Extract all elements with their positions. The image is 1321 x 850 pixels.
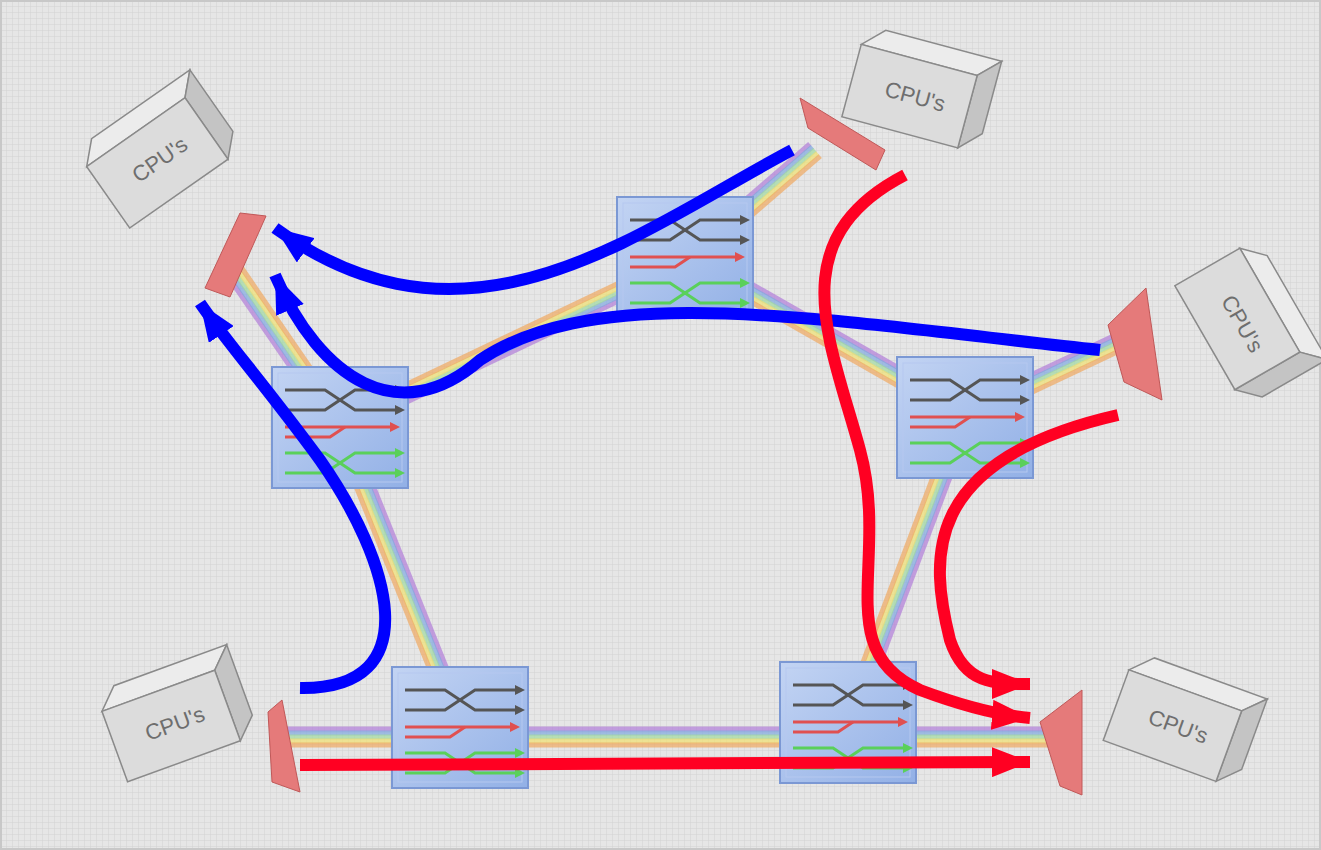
- flow-arrow: [300, 762, 1030, 765]
- flow-arrow: [824, 175, 1030, 718]
- cpu-box-shape: [1030, 655, 1255, 795]
- cpu-box-3d: [842, 25, 1002, 153]
- flow-arrow: [275, 150, 792, 289]
- box-front: [1175, 248, 1300, 389]
- box-front: [1103, 670, 1241, 782]
- box-front: [842, 44, 977, 148]
- cpu-box: CPU's: [1030, 655, 1255, 795]
- box-front: [87, 98, 228, 228]
- cpu-box: CPU's: [70, 88, 275, 303]
- cpu-box-3d: [1103, 651, 1267, 788]
- flow-arrow: [275, 275, 1100, 392]
- connector-plate: [1040, 690, 1082, 795]
- cpu-box-3d: [1175, 238, 1321, 407]
- cpu-box-3d: [95, 645, 259, 782]
- cpu-box-3d: [75, 70, 244, 228]
- flow-arrow: [200, 303, 385, 688]
- cpu-box: CPU's: [1100, 245, 1315, 415]
- connector-plate: [1108, 288, 1162, 400]
- connector-plate: [268, 700, 300, 792]
- cpu-box: CPU's: [90, 655, 300, 795]
- flow-arrow: [940, 415, 1118, 684]
- box-front: [102, 670, 240, 782]
- cpu-box: CPU's: [792, 35, 992, 175]
- cpu-box-shape: [792, 35, 992, 175]
- fibre-bands: [225, 144, 1131, 745]
- connector-plate: [205, 213, 266, 297]
- cpu-box-shape: [70, 88, 275, 303]
- cpu-box-shape: [1100, 245, 1315, 415]
